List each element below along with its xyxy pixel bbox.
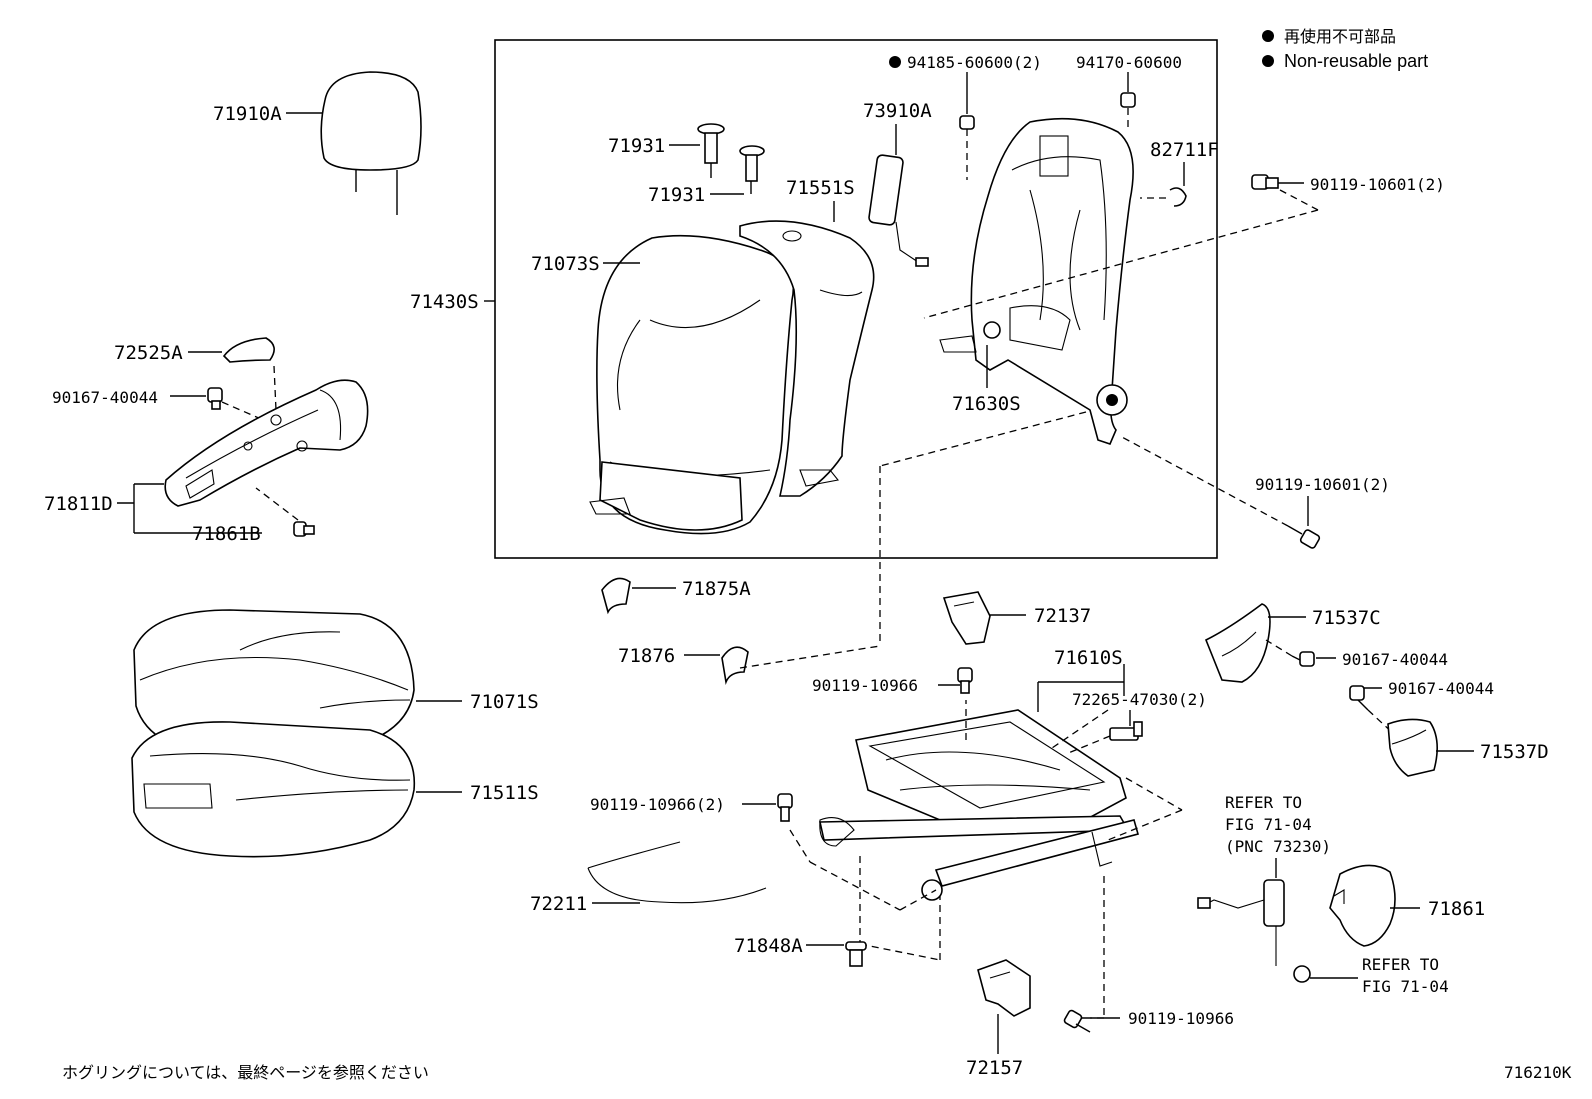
label-71071S[interactable]: 71071S	[470, 691, 539, 713]
nut-94170[interactable]	[1120, 92, 1136, 108]
label-90119-10966-c[interactable]: 90119-10966	[1128, 1009, 1234, 1028]
legend-en: Non-reusable part	[1284, 51, 1428, 71]
cover-71537D[interactable]	[1387, 718, 1438, 777]
label-90119-10601-a[interactable]: 90119-10601(2)	[1310, 175, 1445, 194]
seatback-cover[interactable]	[589, 234, 794, 535]
label-71876[interactable]: 71876	[618, 645, 675, 667]
bolt-90119-10966-lower[interactable]	[1063, 1009, 1091, 1033]
seat-belt-buckle[interactable]	[1197, 879, 1311, 983]
side-airbag[interactable]	[868, 154, 929, 267]
seatback-pad[interactable]	[739, 220, 875, 497]
headrest[interactable]	[320, 71, 422, 215]
label-71551S[interactable]: 71551S	[786, 177, 855, 199]
hinge-cover-71875A[interactable]	[601, 577, 631, 615]
label-90119-10966-a[interactable]: 90119-10966	[812, 676, 918, 695]
clip-72265-47030[interactable]	[1109, 721, 1143, 741]
label-72157[interactable]: 72157	[966, 1057, 1023, 1079]
label-90167-40044-b[interactable]: 90167-40044	[1342, 650, 1448, 669]
label-71861B[interactable]: 71861B	[192, 523, 261, 545]
headrest-support-2[interactable]	[739, 145, 765, 194]
label-72525A[interactable]: 72525A	[114, 342, 183, 364]
refer-belt-line3: (PNC 73230)	[1225, 837, 1331, 856]
label-71511S[interactable]: 71511S	[470, 782, 539, 804]
label-94170-60600[interactable]: 94170-60600	[1076, 53, 1182, 72]
clip-82711F[interactable]	[1169, 187, 1187, 207]
seatback-assembly-box	[494, 39, 1218, 559]
label-71610S[interactable]: 71610S	[1054, 647, 1123, 669]
bolt-90119-10966-upper[interactable]	[957, 667, 973, 694]
bolt-90119-10601-lower[interactable]	[1287, 525, 1321, 549]
label-90119-10966-b[interactable]: 90119-10966(2)	[590, 795, 725, 814]
label-71910A[interactable]: 71910A	[213, 103, 282, 125]
label-71875A[interactable]: 71875A	[682, 578, 751, 600]
bolt-90119-10601-upper[interactable]	[1251, 174, 1279, 190]
cover-71537C[interactable]	[1204, 603, 1271, 683]
seatback-frame[interactable]	[939, 117, 1134, 445]
non-reusable-marker-icon	[889, 56, 901, 68]
label-90167-40044-c[interactable]: 90167-40044	[1388, 679, 1494, 698]
cover-72157[interactable]	[977, 959, 1031, 1017]
label-71811D[interactable]: 71811D	[44, 493, 113, 515]
refer-cover-line1: REFER TO	[1362, 955, 1439, 974]
side-shield-71811D[interactable]	[164, 379, 369, 507]
legend-jp: 再使用不可部品	[1284, 27, 1396, 46]
label-90119-10601-b[interactable]: 90119-10601(2)	[1255, 475, 1390, 494]
label-71848A[interactable]: 71848A	[734, 935, 803, 957]
label-71537D[interactable]: 71537D	[1480, 741, 1549, 763]
plug-71848A[interactable]	[845, 941, 867, 967]
label-71073S[interactable]: 71073S	[531, 253, 600, 275]
bolt-90119-10966-left[interactable]	[777, 793, 793, 822]
seat-cushion-pad-71511S[interactable]	[131, 721, 416, 858]
non-reusable-marker-icon	[1262, 30, 1274, 42]
headrest-support-1[interactable]	[697, 123, 725, 178]
label-82711F[interactable]: 82711F	[1150, 139, 1219, 161]
label-71630S[interactable]: 71630S	[952, 393, 1021, 415]
label-71430S[interactable]: 71430S	[410, 291, 479, 313]
wire-72211[interactable]	[587, 841, 767, 904]
label-71931-b[interactable]: 71931	[648, 184, 705, 206]
label-72211[interactable]: 72211	[530, 893, 587, 915]
clip-71861B[interactable]	[293, 521, 315, 537]
cover-71861[interactable]	[1329, 864, 1396, 947]
refer-cover-line2: FIG 71-04	[1362, 977, 1449, 996]
footer-note: ホグリングについては、最終ページを参照ください	[62, 1063, 429, 1082]
cover-72137[interactable]	[942, 591, 991, 645]
label-73910A[interactable]: 73910A	[863, 100, 932, 122]
screw-90167-40044-right-a[interactable]	[1291, 651, 1315, 667]
refer-belt-line1: REFER TO	[1225, 793, 1302, 812]
legend: 再使用不可部品 Non-reusable part	[1262, 27, 1428, 71]
label-72137[interactable]: 72137	[1034, 605, 1091, 627]
label-72265-47030[interactable]: 72265-47030(2)	[1072, 690, 1207, 709]
label-94185-60600[interactable]: 94185-60600(2)	[907, 53, 1042, 72]
shield-cap-72525A[interactable]	[222, 337, 275, 363]
label-71537C[interactable]: 71537C	[1312, 607, 1381, 629]
screw-90167-40044-left[interactable]	[207, 387, 223, 410]
label-71861[interactable]: 71861	[1428, 898, 1485, 920]
label-71931-a[interactable]: 71931	[608, 135, 665, 157]
footer-figure-code: 716210K	[1504, 1063, 1572, 1082]
seat-adjuster-frame-71610S[interactable]	[819, 709, 1139, 901]
nut-94185[interactable]	[959, 115, 975, 130]
label-90167-40044-a[interactable]: 90167-40044	[52, 388, 158, 407]
non-reusable-marker-icon	[1262, 55, 1274, 67]
screw-90167-40044-right-b[interactable]	[1349, 685, 1369, 711]
refer-belt-line2: FIG 71-04	[1225, 815, 1312, 834]
hinge-cover-71876[interactable]	[721, 646, 749, 685]
